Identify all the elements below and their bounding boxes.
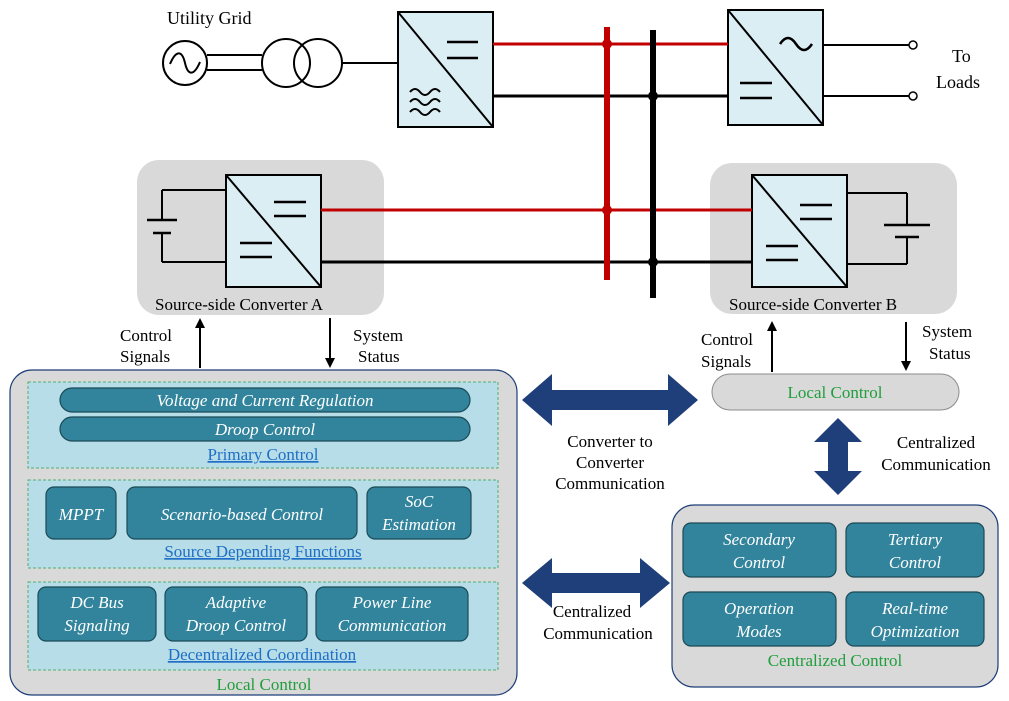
system-label: System	[922, 322, 972, 341]
voltage-current-regulation-block	[59, 387, 471, 413]
scenario-control-label: Scenario-based Control	[161, 505, 324, 524]
transformer-icon	[261, 38, 343, 88]
converter-label: Converter	[576, 453, 644, 472]
mppt-label: MPPT	[58, 505, 105, 524]
communication-label: Communication	[338, 616, 447, 635]
soc-estimation-block	[366, 486, 472, 540]
communication-label: Communication	[555, 474, 665, 493]
centralized-label: Centralized	[553, 602, 632, 621]
centralized-communication-arrow	[814, 418, 862, 495]
battery-a-icon	[147, 189, 226, 263]
droop-control-label: Droop Control	[185, 616, 287, 635]
operation-modes-block	[682, 591, 837, 647]
centralized-control-title: Centralized Control	[768, 651, 903, 670]
signaling-label: Signaling	[64, 616, 129, 635]
communication-label: Communication	[881, 455, 991, 474]
power-line-label: Power Line	[352, 593, 432, 612]
decentralized-title: Decentralized Coordination	[168, 645, 357, 664]
converter-a-label: Source-side Converter A	[155, 295, 324, 314]
grid-rectifier-icon	[397, 11, 494, 128]
droop-control-label: Droop Control	[214, 420, 316, 439]
primary-control-title: Primary Control	[208, 445, 319, 464]
local-control-b-box	[711, 373, 960, 411]
dc-bus-positive-lines	[321, 42, 752, 212]
dc-bus-signaling-block	[37, 586, 157, 642]
bus-node-icon	[602, 39, 612, 49]
loads-label: Loads	[936, 72, 980, 92]
communication-label: Communication	[543, 624, 653, 643]
centralized-communication-arrow	[522, 558, 670, 608]
signals-label: Signals	[120, 347, 170, 366]
tertiary-label: Tertiary	[888, 530, 943, 549]
dc-bus-negative-lines	[321, 94, 752, 264]
control-label: Control	[889, 553, 942, 572]
bus-node-icon	[602, 205, 612, 215]
load-terminal-icon	[908, 40, 918, 50]
optimization-label: Optimization	[871, 622, 960, 641]
adaptive-droop-block	[164, 586, 308, 642]
load-output-lines	[823, 44, 909, 97]
realtime-optimization-block	[845, 591, 985, 647]
converter-b-label: Source-side Converter B	[729, 295, 897, 314]
estimation-label: Estimation	[381, 515, 456, 534]
local-control-b-label: Local Control	[788, 383, 883, 402]
status-label: Status	[358, 347, 400, 366]
load-inverter-icon	[727, 9, 824, 126]
secondary-label: Secondary	[723, 530, 795, 549]
tertiary-control-block	[845, 522, 985, 578]
system-label: System	[353, 326, 403, 345]
bus-node-icon	[648, 91, 658, 101]
modes-label: Modes	[735, 622, 782, 641]
converter-to-converter-arrow	[522, 374, 698, 426]
power-line-comm-block	[315, 586, 469, 642]
control-label: Control	[701, 330, 753, 349]
ac-source-icon	[162, 40, 208, 86]
mppt-block	[45, 486, 117, 540]
control-label: Control	[733, 553, 786, 572]
secondary-control-block	[682, 522, 837, 578]
dc-bus-label: DC Bus	[69, 593, 124, 612]
status-label: Status	[929, 344, 971, 363]
centralized-label: Centralized	[897, 433, 976, 452]
dc-dc-converter-a-icon	[225, 174, 322, 288]
grid-link-lines	[207, 54, 262, 71]
battery-b-icon	[847, 192, 930, 265]
utility-grid-label: Utility Grid	[167, 8, 252, 28]
signals-label: Signals	[701, 352, 751, 371]
local-control-title: Local Control	[217, 675, 312, 694]
control-label: Control	[120, 326, 172, 345]
operation-label: Operation	[724, 599, 794, 618]
bus-node-icon	[648, 257, 658, 267]
dc-dc-converter-b-icon	[751, 174, 848, 288]
load-terminal-icon	[908, 91, 918, 101]
soc-label: SoC	[405, 492, 434, 511]
voltage-current-regulation-label: Voltage and Current Regulation	[156, 391, 373, 410]
droop-control-block	[59, 416, 471, 442]
adaptive-label: Adaptive	[205, 593, 267, 612]
scenario-control-block	[126, 486, 358, 540]
to-label: To	[952, 46, 971, 66]
source-functions-title: Source Depending Functions	[164, 542, 361, 561]
realtime-label: Real-time	[881, 599, 949, 618]
converter-to-label: Converter to	[567, 432, 652, 451]
